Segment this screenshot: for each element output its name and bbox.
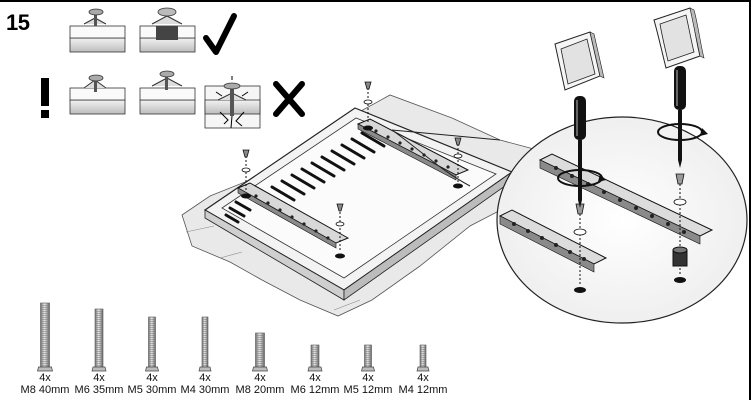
washer-bolt-correct-2	[139, 7, 196, 53]
tv-back-assembly	[181, 81, 546, 317]
screw-qty: 4x	[309, 372, 321, 384]
screwdriver-icon	[674, 66, 686, 168]
screw-qty: 4x	[39, 372, 51, 384]
screw-qty: 4x	[199, 372, 211, 384]
screw-size: M5 30mm	[127, 384, 177, 396]
screw-icon	[416, 344, 430, 372]
incorrect-install-row	[41, 70, 305, 129]
mounting-rail-left	[236, 182, 350, 249]
screw-icon	[37, 302, 53, 372]
zoom-detail	[391, 116, 748, 324]
screw-size: M8 20mm	[235, 384, 285, 396]
screw-qty: 4x	[146, 372, 158, 384]
screw-item: 4x M8 40mm	[18, 300, 72, 396]
screw-size: M4 30mm	[180, 384, 230, 396]
spacer	[672, 246, 688, 267]
screw-qty: 4x	[254, 372, 266, 384]
washer-bolt-overtightened	[204, 76, 261, 129]
cross-icon	[273, 81, 305, 117]
washer-bolt-correct-1	[69, 8, 126, 53]
screw-item: 4x M5 12mm	[341, 300, 395, 396]
warning-exclamation-icon	[41, 78, 49, 118]
check-icon	[203, 13, 237, 55]
washer-bolt-gap	[139, 70, 196, 115]
screw-icon	[252, 332, 268, 372]
screw-icon	[361, 344, 375, 372]
screw-item: 4x M6 35mm	[72, 300, 126, 396]
screw-icon	[91, 308, 107, 372]
screw-item: 4x M6 12mm	[288, 300, 342, 396]
screw-size: M8 40mm	[20, 384, 70, 396]
screw-item: 4x M8 20mm	[233, 300, 287, 396]
screw-qty: 4x	[417, 372, 429, 384]
screw-qty: 4x	[93, 372, 105, 384]
screw-qty: 4x	[362, 372, 374, 384]
screw-item: 4x M4 12mm	[396, 300, 450, 396]
mounting-rail-right	[356, 118, 470, 181]
screw-item: 4x M5 30mm	[125, 300, 179, 396]
screws-tv	[241, 81, 463, 227]
correct-install-row	[69, 7, 237, 55]
screw-icon	[307, 344, 323, 372]
screw-icon	[145, 316, 159, 372]
step-number: 15	[6, 10, 30, 35]
curved-tv-icon	[653, 7, 705, 69]
screw-size: M4 12mm	[398, 384, 448, 396]
screw-item: 4x M4 30mm	[178, 300, 232, 396]
screwdriver-icon	[574, 96, 586, 208]
screw-size: M6 12mm	[290, 384, 340, 396]
washer-bolt-loose	[69, 74, 126, 115]
screw-size: M6 35mm	[74, 384, 124, 396]
screw-icon	[198, 316, 212, 372]
flat-tv-icon	[554, 31, 605, 91]
screw-size: M5 12mm	[343, 384, 393, 396]
